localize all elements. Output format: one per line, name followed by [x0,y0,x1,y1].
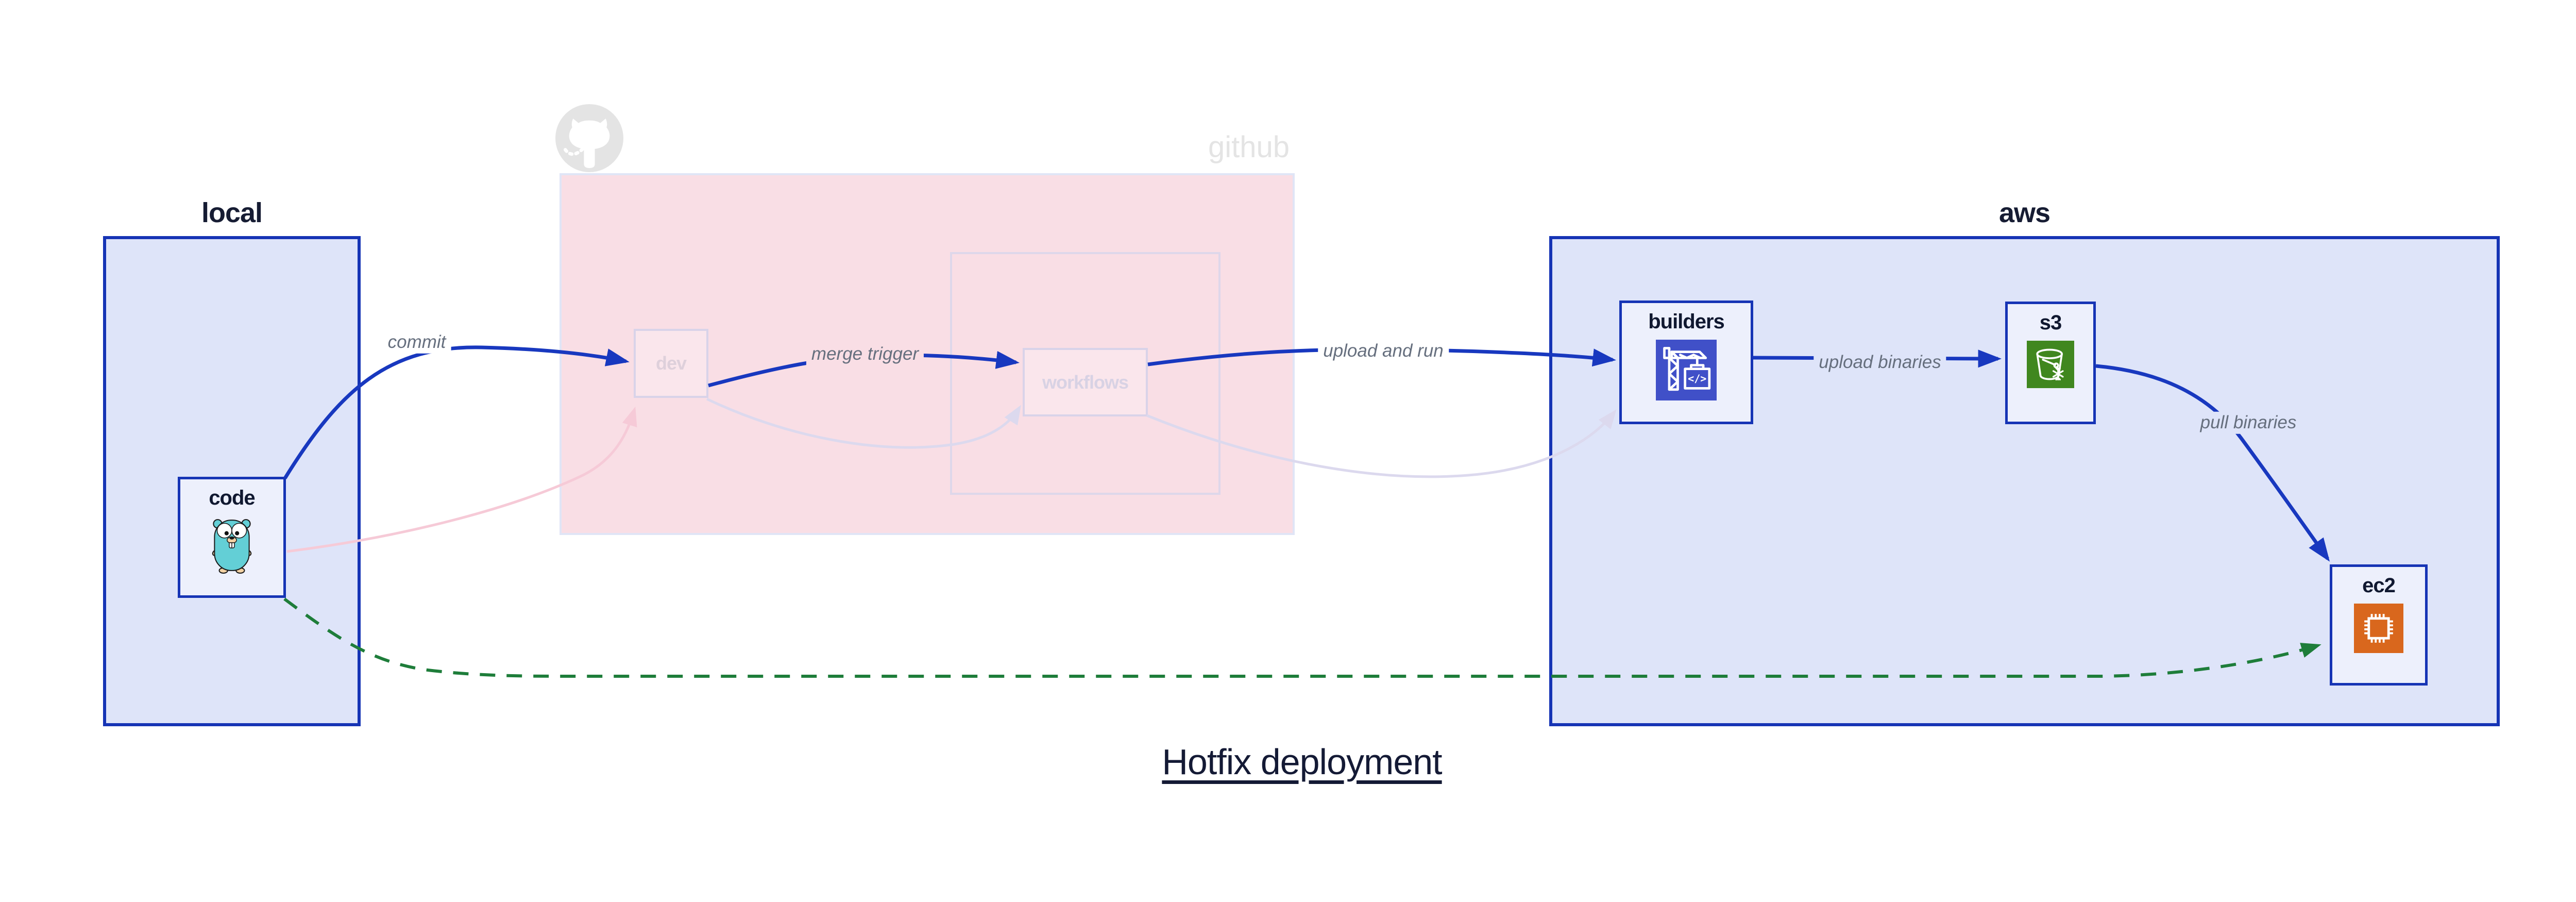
github-region-label: github [1208,130,1290,164]
node-builders: builders </> [1619,300,1753,424]
edge-label-upload-and-run: upload and run [1318,340,1449,362]
code-node-label: code [209,487,255,509]
node-code: code [178,477,286,598]
ec2-chip-icon [2354,604,2403,653]
builders-node-label: builders [1648,310,1725,333]
edge-label-commit: commit [382,331,451,354]
node-ec2: ec2 [2330,564,2428,686]
dev-node-label: dev [655,353,687,374]
s3-bucket-snowflake-icon [2027,341,2074,388]
node-dev: dev [634,329,708,398]
codebuild-crane-icon: </> [1656,340,1717,400]
edge-label-upload-binaries: upload binaries [1814,351,1946,374]
s3-node-label: s3 [2039,311,2062,334]
diagram-title-text: Hotfix deployment [1162,742,1442,782]
workflows-node-label: workflows [1042,371,1129,393]
node-s3: s3 [2005,302,2096,424]
ec2-node-label: ec2 [2362,574,2396,597]
local-region-label: local [201,197,263,228]
aws-region-label: aws [1998,197,2050,228]
edge-label-pull-binaries: pull binaries [2195,411,2302,434]
go-gopher-icon [212,519,252,574]
diagram-title: Hotfix deployment [0,741,2576,782]
node-workflows: workflows [1023,348,1148,416]
edge-label-merge-trigger: merge trigger [806,343,924,365]
svg-text:</>: </> [1688,373,1706,385]
github-octocat-icon [555,104,623,172]
